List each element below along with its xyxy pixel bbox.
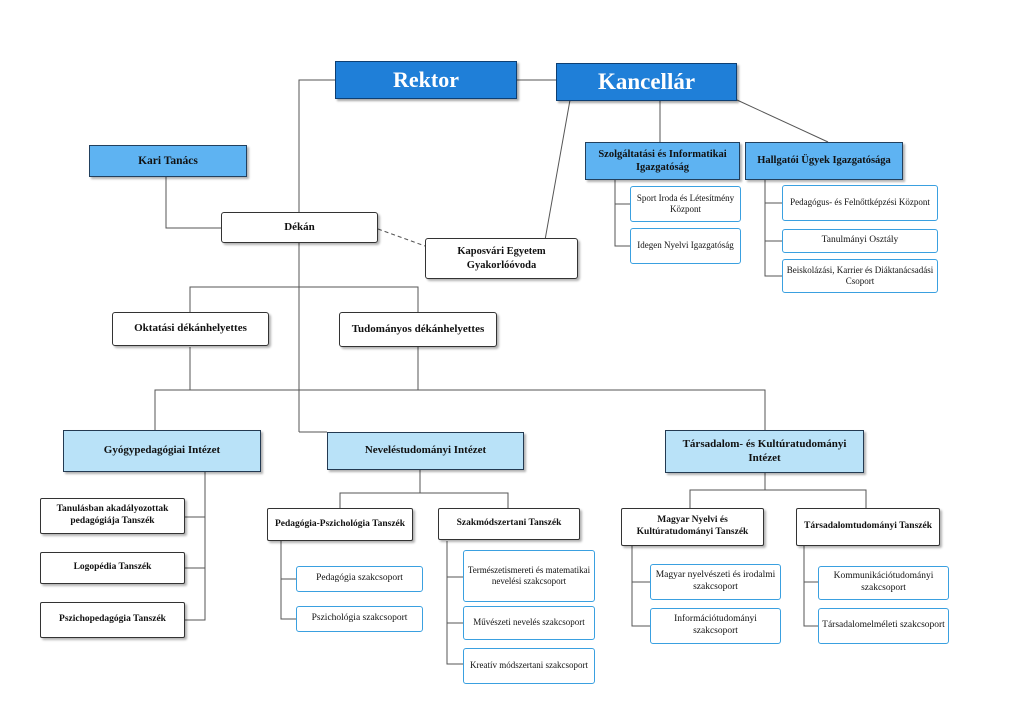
tarsadalom-kultura-intezet-label: Társadalom- és Kultúratudományi Intézet xyxy=(682,437,847,464)
tarsadalomelmeleti-szakcsoport-label: Társadalomelméleti szakcsoport xyxy=(822,620,945,631)
pszichopedagogia-tanszek-box: Pszichopedagógia Tanszék xyxy=(40,602,185,638)
pedagogia-pszichologia-tanszek-label: Pedagógia-Pszichológia Tanszék xyxy=(274,518,406,529)
muveszeti-szakcsoport-box: Művészeti nevelés szakcsoport xyxy=(463,606,595,640)
tarsadalomtudomanyi-tanszek-label: Társadalomtudományi Tanszék xyxy=(803,521,933,532)
gyogypedagogiai-intezet-label: Gyógypedagógiai Intézet xyxy=(103,444,221,457)
kreativ-szakcsoport-box: Kreatív módszertani szakcsoport xyxy=(463,648,595,684)
nevelestudomanyi-intezet-label: Neveléstudományi Intézet xyxy=(364,444,487,457)
magyar-nyelvi-tanszek-label: Magyar Nyelvi és Kultúratudományi Tanszé… xyxy=(636,515,749,537)
kari-tanacs-label: Kari Tanács xyxy=(138,154,198,167)
informaciotudomanyi-szakcsoport-label: Információtudományi szakcsoport xyxy=(674,614,757,636)
pedagogus-kepzes-box: Pedagógus- és Felnőttképzési Központ xyxy=(782,185,938,221)
kari-tanacs-box: Kari Tanács xyxy=(89,145,247,177)
termeszetismereti-szakcsoport-box: Természetismereti és matematikai nevelés… xyxy=(463,550,595,602)
tanulmanyi-box: Tanulmányi Osztály xyxy=(782,229,938,253)
magyar-nyelvi-tanszek-box: Magyar Nyelvi és Kultúratudományi Tanszé… xyxy=(621,508,764,546)
tarsadalomtudomanyi-tanszek-box: Társadalomtudományi Tanszék xyxy=(796,508,940,546)
oktatasi-dekanhelyettes-label: Oktatási dékánhelyettes xyxy=(134,322,247,335)
rektor-label: Rektor xyxy=(393,67,459,93)
nevelestudomanyi-intezet-box: Neveléstudományi Intézet xyxy=(327,432,524,470)
beiskolazasi-box: Beiskolázási, Karrier és Diáktanácsadási… xyxy=(782,259,938,293)
kancellar-label: Kancellár xyxy=(597,68,696,94)
rektor-box: Rektor xyxy=(335,61,517,99)
tarsadalomelmeleti-szakcsoport-box: Társadalomelméleti szakcsoport xyxy=(818,608,949,644)
sport-iroda-box: Sport Iroda és Létesítmény Központ xyxy=(630,186,741,222)
sport-iroda-label: Sport Iroda és Létesítmény Központ xyxy=(636,192,735,214)
logopedia-tanszek-label: Logopédia Tanszék xyxy=(73,562,152,573)
hallgatoi-label: Hallgatói Ügyek Igazgatósága xyxy=(757,155,891,167)
termeszetismereti-szakcsoport-label: Természetismereti és matematikai nevelés… xyxy=(467,564,591,586)
kancellar-box: Kancellár xyxy=(556,63,737,101)
idegen-nyelvi-label: Idegen Nyelvi Igazgatóság xyxy=(637,240,734,251)
szakmodszertani-tanszek-box: Szakmódszertani Tanszék xyxy=(438,508,580,540)
ovoda-label: Kaposvári Egyetem Gyakorlóóvoda xyxy=(457,246,546,271)
pszichologia-szakcsoport-box: Pszichológia szakcsoport xyxy=(296,606,423,632)
pszichologia-szakcsoport-label: Pszichológia szakcsoport xyxy=(311,613,408,624)
gyogypedagogiai-intezet-box: Gyógypedagógiai Intézet xyxy=(63,430,261,472)
tudomanyos-dekanhelyettes-label: Tudományos dékánhelyettes xyxy=(351,322,485,335)
ovoda-box: Kaposvári Egyetem Gyakorlóóvoda xyxy=(425,238,578,279)
kommunikaciotudomanyi-szakcsoport-label: Kommunikációtudományi szakcsoport xyxy=(833,571,934,593)
oktatasi-dekanhelyettes-box: Oktatási dékánhelyettes xyxy=(112,312,269,346)
muveszeti-szakcsoport-label: Művészeti nevelés szakcsoport xyxy=(473,617,585,628)
tanulmanyi-label: Tanulmányi Osztály xyxy=(821,235,899,246)
tudomanyos-dekanhelyettes-box: Tudományos dékánhelyettes xyxy=(339,312,497,347)
tarsadalom-kultura-intezet-box: Társadalom- és Kultúratudományi Intézet xyxy=(665,430,864,473)
szolgaltatasi-label: Szolgáltatási és Informatikai Igazgatósá… xyxy=(598,148,727,173)
kommunikaciotudomanyi-szakcsoport-box: Kommunikációtudományi szakcsoport xyxy=(818,566,949,600)
logopedia-tanszek-box: Logopédia Tanszék xyxy=(40,552,185,584)
pedagogia-szakcsoport-box: Pedagógia szakcsoport xyxy=(296,566,423,592)
tanulasban-tanszek-label: Tanulásban akadályozottak pedagógiája Ta… xyxy=(56,504,169,526)
dekan-box: Dékán xyxy=(221,212,378,243)
szakmodszertani-tanszek-label: Szakmódszertani Tanszék xyxy=(456,518,562,529)
beiskolazasi-label: Beiskolázási, Karrier és Diáktanácsadási… xyxy=(786,264,934,286)
kreativ-szakcsoport-label: Kreatív módszertani szakcsoport xyxy=(470,660,588,671)
pszichopedagogia-tanszek-label: Pszichopedagógia Tanszék xyxy=(59,614,166,625)
magyar-nyelveszeti-szakcsoport-box: Magyar nyelvészeti és irodalmi szakcsopo… xyxy=(650,564,781,600)
hallgatoi-box: Hallgatói Ügyek Igazgatósága xyxy=(745,142,903,180)
idegen-nyelvi-box: Idegen Nyelvi Igazgatóság xyxy=(630,228,741,264)
pedagogia-szakcsoport-label: Pedagógia szakcsoport xyxy=(316,573,403,584)
dekan-label: Dékán xyxy=(284,220,315,233)
pedagogia-pszichologia-tanszek-box: Pedagógia-Pszichológia Tanszék xyxy=(267,508,413,541)
tanulasban-tanszek-box: Tanulásban akadályozottak pedagógiája Ta… xyxy=(40,498,185,534)
magyar-nyelveszeti-szakcsoport-label: Magyar nyelvészeti és irodalmi szakcsopo… xyxy=(655,570,776,592)
informaciotudomanyi-szakcsoport-box: Információtudományi szakcsoport xyxy=(650,608,781,644)
szolgaltatasi-box: Szolgáltatási és Informatikai Igazgatósá… xyxy=(585,142,740,180)
pedagogus-kepzes-label: Pedagógus- és Felnőttképzési Központ xyxy=(790,197,930,208)
